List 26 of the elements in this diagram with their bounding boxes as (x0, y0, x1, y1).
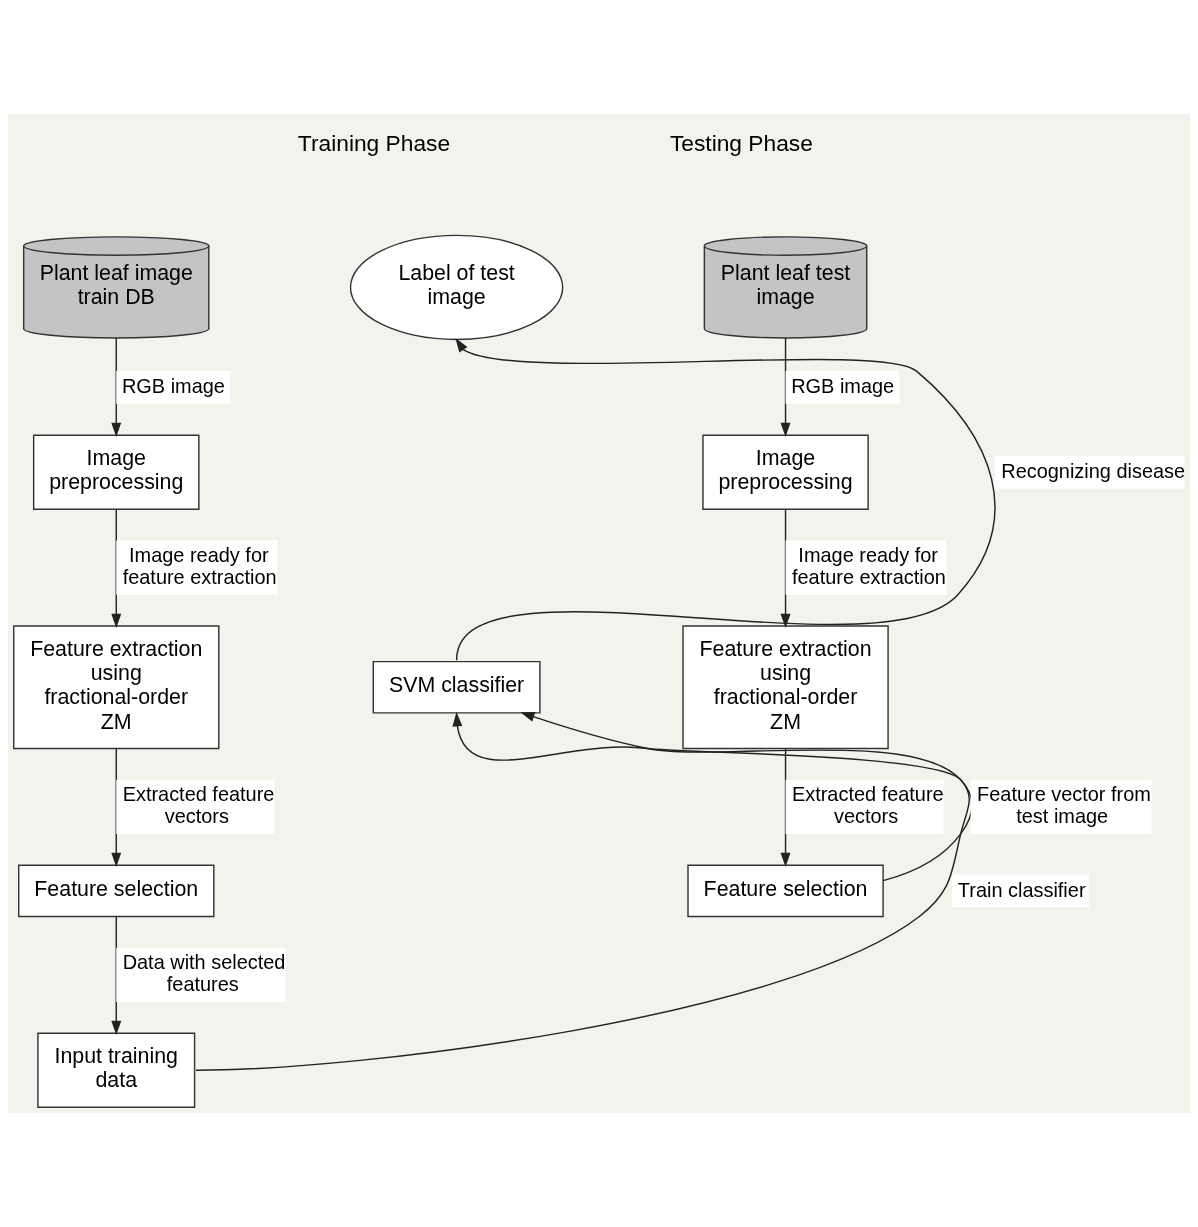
node-box: Input training data (37, 1032, 196, 1108)
node-box: Feature extraction using fractional-order ZM (682, 625, 889, 750)
arrow (455, 338, 996, 661)
edge-label: Extracted feature vectors (791, 783, 944, 827)
node-box: Image preprocessing (32, 434, 200, 510)
node-ellipse: Label of test image (349, 234, 564, 341)
edge-label: RGB image (791, 375, 895, 398)
node-box: Feature selection (18, 864, 215, 918)
edge-label: Extracted feature vectors (122, 783, 275, 827)
node-box: Image preprocessing (702, 434, 869, 510)
edge-label: Train classifier (957, 878, 1086, 901)
edge-label: Image ready for feature extraction (122, 544, 277, 588)
arrow (195, 712, 970, 1071)
node-box: Feature selection (687, 864, 884, 918)
edge-label: Feature vector from test image (977, 783, 1151, 827)
edge-label: Image ready for feature extraction (791, 544, 946, 588)
arrow (780, 508, 791, 629)
edge-label: RGB image (121, 375, 225, 398)
arrow (780, 337, 791, 437)
label: Testing Phase (669, 129, 813, 156)
label: Training Phase (297, 129, 451, 156)
edge-label: Data with selected features (122, 951, 286, 995)
edge-label: Recognizing disease (1001, 460, 1186, 483)
node-box: SVM classifier (372, 660, 541, 714)
node-box: Feature extraction using fractional-order ZM (13, 625, 220, 750)
arrow (780, 748, 791, 867)
